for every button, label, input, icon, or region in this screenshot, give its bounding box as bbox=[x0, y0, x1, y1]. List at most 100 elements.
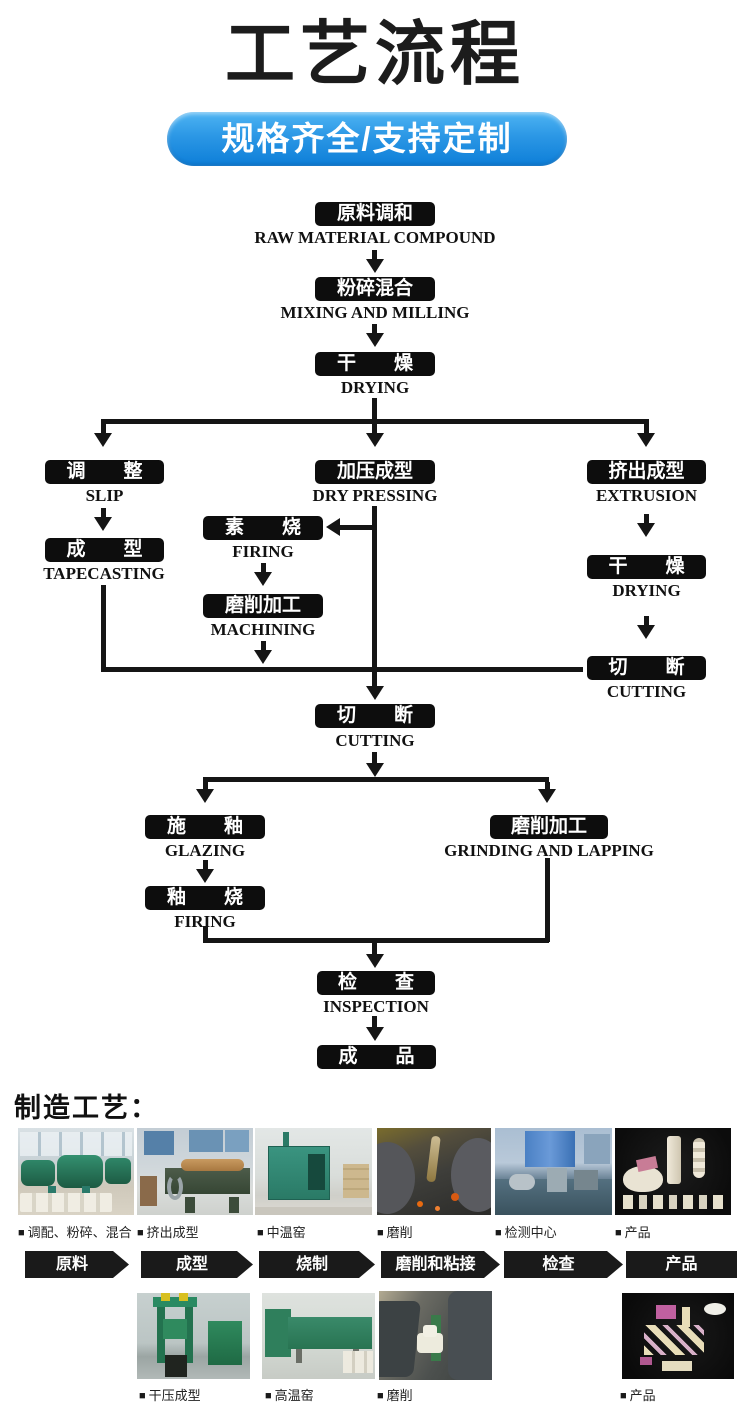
photo-grinding-machine bbox=[379, 1291, 492, 1380]
flow-line bbox=[101, 667, 583, 672]
step-banner-inspection: 检查 bbox=[504, 1251, 623, 1278]
flow-caption-tapecasting: TAPECASTING bbox=[43, 564, 165, 583]
flow-node-glazing: 施 釉 bbox=[145, 815, 265, 839]
step-banner-raw-material: 原料 bbox=[25, 1251, 129, 1278]
flow-arrow-down-icon bbox=[196, 869, 214, 883]
flow-node-dry-pressing: 加压成型 bbox=[315, 460, 435, 484]
photo-products-group bbox=[615, 1128, 731, 1215]
flow-caption-firing-2: FIRING bbox=[174, 912, 236, 931]
flow-line bbox=[101, 424, 106, 434]
flow-line bbox=[372, 398, 377, 423]
flow-line bbox=[372, 424, 377, 434]
flow-arrow-down-icon bbox=[94, 433, 112, 447]
photo-products-scatter bbox=[622, 1293, 734, 1379]
flow-line bbox=[372, 250, 377, 260]
flow-line bbox=[101, 508, 106, 518]
flow-node-drying-2: 干 燥 bbox=[587, 555, 706, 579]
flow-line bbox=[644, 514, 649, 524]
flow-caption-drying-1: DRYING bbox=[340, 378, 410, 397]
bullet-icon: ■ bbox=[265, 1390, 272, 1402]
flow-node-grinding: 磨削加工 bbox=[490, 815, 608, 839]
flow-line bbox=[101, 585, 106, 672]
flow-arrow-down-icon bbox=[366, 259, 384, 273]
photo-label: ■产品 bbox=[615, 1225, 651, 1240]
flow-arrow-down-icon bbox=[254, 572, 272, 586]
step-banner-firing: 烧制 bbox=[259, 1251, 375, 1278]
flow-arrow-down-icon bbox=[366, 686, 384, 700]
flow-line bbox=[372, 324, 377, 334]
bullet-icon: ■ bbox=[257, 1227, 264, 1239]
flow-line bbox=[644, 424, 649, 434]
flow-caption-drying-2: DRYING bbox=[612, 581, 681, 600]
flow-line bbox=[203, 782, 208, 790]
photo-label: ■中温窑 bbox=[257, 1225, 306, 1240]
flow-node-mixing: 粉碎混合 bbox=[315, 277, 435, 301]
flow-line bbox=[372, 752, 377, 764]
flow-line bbox=[644, 616, 649, 626]
bullet-icon: ■ bbox=[377, 1227, 384, 1239]
flow-node-cutting-2: 切 断 bbox=[315, 704, 435, 728]
bullet-icon: ■ bbox=[620, 1390, 627, 1402]
page-title: 工艺流程 bbox=[225, 15, 525, 93]
photo-label: ■调配、粉碎、混合 bbox=[18, 1225, 132, 1240]
flow-caption-extrusion: EXTRUSION bbox=[595, 486, 698, 505]
flow-caption-dry-pressing: DRY PRESSING bbox=[312, 486, 438, 505]
flow-node-firing-2: 釉 烧 bbox=[145, 886, 265, 910]
flow-line bbox=[545, 858, 550, 942]
flow-node-machining: 磨削加工 bbox=[203, 594, 323, 618]
flow-node-inspection: 检 查 bbox=[317, 971, 435, 995]
bullet-icon: ■ bbox=[139, 1390, 146, 1402]
bullet-icon: ■ bbox=[495, 1227, 502, 1239]
bullet-icon: ■ bbox=[137, 1227, 144, 1239]
flow-line bbox=[372, 943, 377, 955]
subtitle-banner: 规格齐全/支持定制 bbox=[167, 112, 567, 166]
photo-label: ■挤出成型 bbox=[137, 1225, 199, 1240]
photo-label: ■高温窑 bbox=[265, 1388, 314, 1403]
flow-caption-slip: SLIP bbox=[85, 486, 124, 505]
bullet-icon: ■ bbox=[615, 1227, 622, 1239]
flow-arrow-down-icon bbox=[637, 523, 655, 537]
flow-node-firing-1: 素 烧 bbox=[203, 516, 323, 540]
flow-node-drying-1: 干 燥 bbox=[315, 352, 435, 376]
flow-line bbox=[261, 563, 266, 573]
flow-arrow-down-icon bbox=[366, 954, 384, 968]
flow-line bbox=[338, 525, 374, 530]
flow-line bbox=[545, 782, 550, 790]
flow-line bbox=[372, 506, 377, 688]
photo-dry-press bbox=[137, 1293, 250, 1379]
flow-arrow-down-icon bbox=[366, 333, 384, 347]
photo-label: ■磨削 bbox=[377, 1388, 413, 1403]
flow-arrow-left-icon bbox=[326, 518, 340, 536]
step-banner-grinding-bonding: 磨削和粘接 bbox=[381, 1251, 500, 1278]
step-banner-product: 产品 bbox=[626, 1251, 737, 1278]
flow-caption-inspection: INSPECTION bbox=[323, 997, 429, 1016]
flow-line bbox=[101, 419, 649, 424]
photo-extruder bbox=[137, 1128, 253, 1215]
flow-arrow-down-icon bbox=[254, 650, 272, 664]
flow-node-tapecasting: 成 型 bbox=[45, 538, 164, 562]
photo-medium-temp-kiln bbox=[255, 1128, 372, 1215]
flow-line bbox=[372, 1016, 377, 1028]
flow-caption-machining: MACHINING bbox=[210, 620, 316, 639]
flow-line bbox=[203, 926, 208, 940]
photo-high-temp-kiln bbox=[262, 1293, 375, 1379]
flow-arrow-down-icon bbox=[366, 1027, 384, 1041]
flow-arrow-down-icon bbox=[94, 517, 112, 531]
flow-caption-firing-1: FIRING bbox=[232, 542, 294, 561]
flow-caption-mixing: MIXING AND MILLING bbox=[280, 303, 470, 322]
flow-caption-grinding: GRINDING AND LAPPING bbox=[444, 841, 654, 860]
flow-caption-cutting-1: CUTTING bbox=[606, 682, 687, 701]
flow-node-cutting-1: 切 断 bbox=[587, 656, 706, 680]
step-banner-forming: 成型 bbox=[141, 1251, 253, 1278]
flow-node-extrusion: 挤出成型 bbox=[587, 460, 706, 484]
flow-line bbox=[261, 641, 266, 651]
flow-arrow-down-icon bbox=[538, 789, 556, 803]
flow-caption-raw-material: RAW MATERIAL COMPOUND bbox=[254, 228, 496, 247]
flow-arrow-down-icon bbox=[366, 763, 384, 777]
flow-line bbox=[203, 777, 549, 782]
flow-arrow-down-icon bbox=[366, 433, 384, 447]
flow-caption-glazing: GLAZING bbox=[164, 841, 246, 860]
section-heading-manufacture: 制造工艺： bbox=[14, 1093, 159, 1123]
flow-caption-cutting-2: CUTTING bbox=[335, 731, 415, 750]
photo-ball-mills bbox=[18, 1128, 134, 1215]
